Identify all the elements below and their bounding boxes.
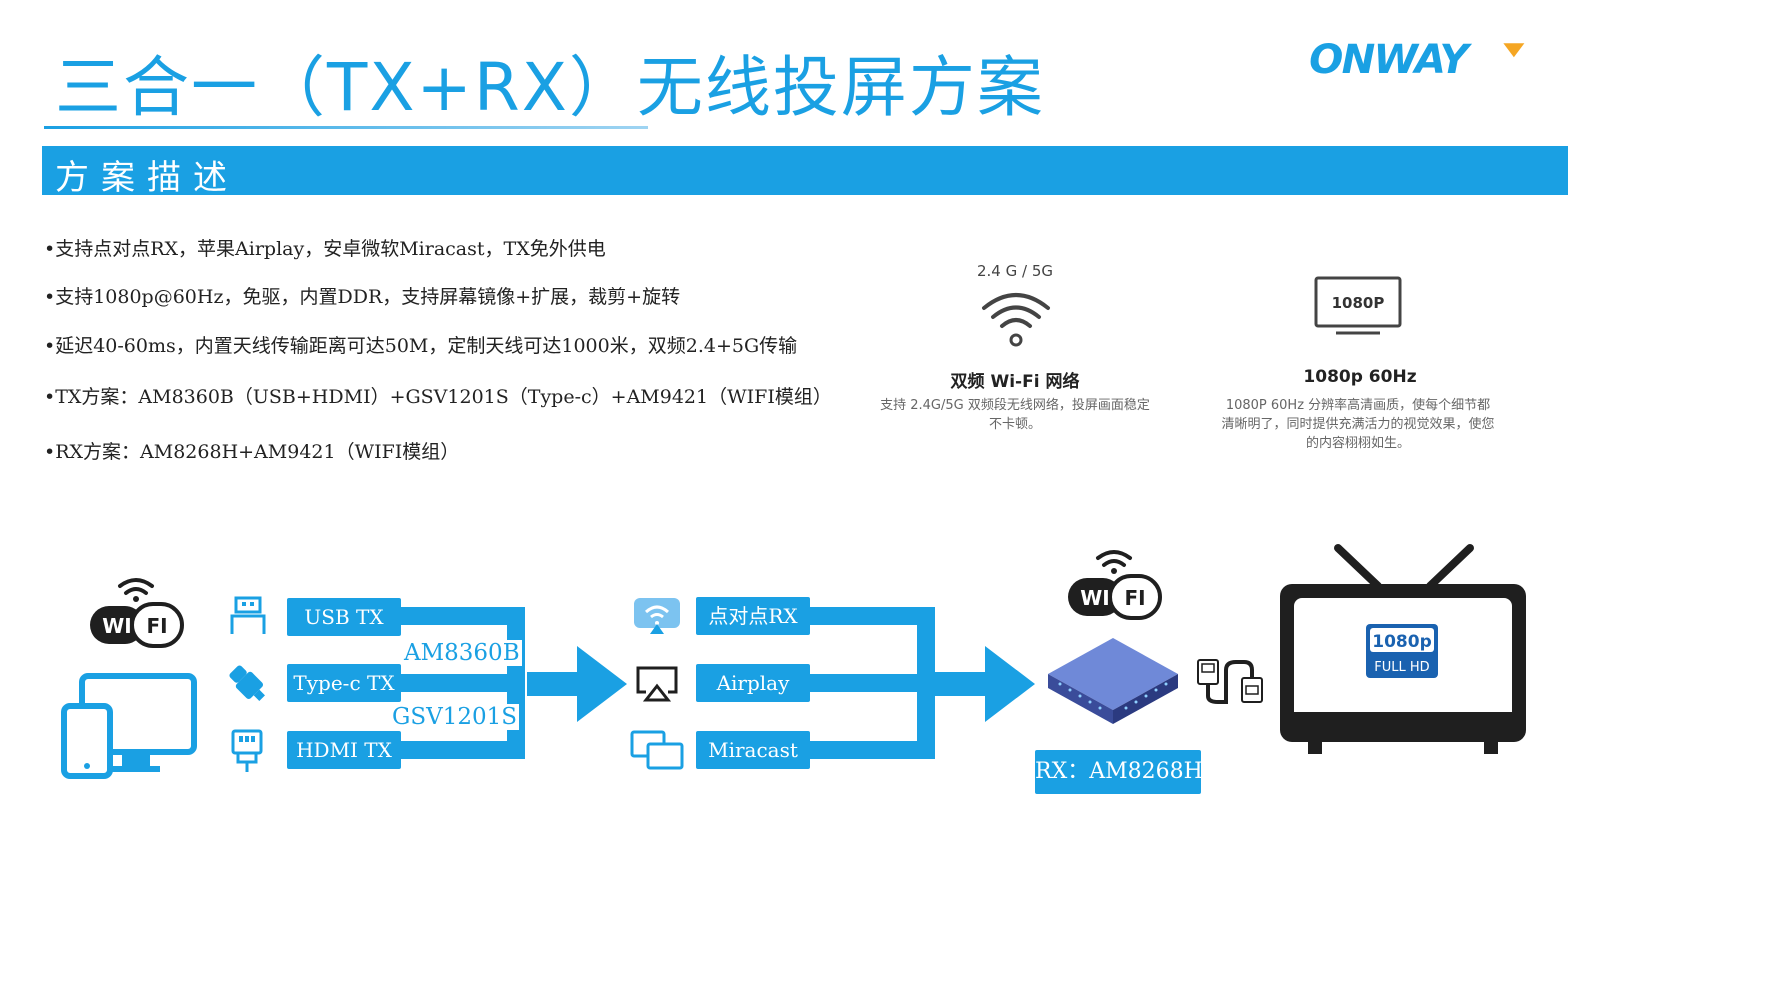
svg-text:WI: WI [1080, 586, 1110, 610]
tv-badge-1080p: 1080p [1372, 632, 1431, 652]
rx-merge-connector [806, 607, 935, 759]
type-c-tx-box: Type-c TX [287, 664, 401, 702]
page-title: 三合一（TX+RX）无线投屏方案 [55, 49, 1045, 126]
svg-text:FI: FI [1124, 586, 1145, 610]
miracast-screens-icon [630, 730, 684, 770]
arrow-right-1-icon [527, 646, 627, 722]
hdmi-connector-icon [231, 729, 263, 772]
feature-wifi-desc: 支持 2.4G/5G 双频段无线网络，投屏画面稳定不卡顿。 [880, 398, 1150, 432]
usb-tx-box: USB TX [287, 598, 401, 636]
type-c-connector-icon [229, 665, 265, 701]
section-bar [42, 146, 1568, 195]
hdmi-cable-icon [1197, 659, 1263, 704]
logo-text: ONWAY [1309, 37, 1472, 83]
feature-1080p-desc: 1080P 60Hz 分辨率高清画质，使每个细节都清晰明了，同时提供充满活力的视… [1221, 398, 1495, 451]
airplay-icon [636, 666, 678, 702]
bullet-5: •RX方案：AM8268H+AM9421（WIFI模组） [44, 441, 460, 463]
tx-merge-connector [398, 607, 525, 759]
p2p-rx-box: 点对点RX [696, 597, 810, 635]
logo-triangle-icon [1503, 43, 1525, 58]
airplay-box: Airplay [696, 664, 810, 702]
feature-1080p-title: 1080p 60Hz [1303, 367, 1417, 387]
hdmi-tx-box: HDMI TX [287, 731, 401, 769]
svg-text:WI: WI [102, 614, 132, 638]
bullet-1: •支持点对点RX，苹果Airplay，安卓微软Miracast，TX免外供电 [44, 238, 606, 260]
monitor-1080p-icon: 1080P [1314, 276, 1402, 335]
bullet-4: •TX方案：AM8360B（USB+HDMI）+GSV1201S（Type-c）… [44, 386, 832, 408]
title-underline [44, 126, 648, 129]
svg-text:FI: FI [146, 614, 167, 638]
onway-logo: ONWAY [1309, 37, 1525, 83]
miracast-box: Miracast [696, 731, 810, 769]
arrow-right-2-icon [935, 646, 1035, 722]
bullet-2: •支持1080p@60Hz，免驱，内置DDR，支持屏幕镜像+扩展，裁剪+旋转 [44, 286, 681, 308]
wifi-icon [982, 293, 1050, 347]
section-title: 方案描述 [55, 158, 239, 198]
wifi-badge-left-icon: WI FI [90, 578, 184, 648]
bullet-3: •延迟40-60ms，内置天线传输距离可达50M，定制天线可达1000米，双频2… [44, 335, 798, 357]
feature-wifi-sub: 2.4 G / 5G [976, 262, 1053, 280]
phone-and-desktop-icon [61, 673, 197, 779]
tv-badge-fullhd: FULL HD [1374, 660, 1429, 675]
chip-am8360b: AM8360B [402, 640, 522, 666]
wifi-badge-right-icon: WI FI [1068, 550, 1162, 620]
chip-gsv1201s: GSV1201S [390, 704, 520, 730]
receiver-box-icon [1048, 638, 1178, 724]
rx-chip-label: RX：AM8268H [1035, 750, 1203, 794]
feature-wifi-title: 双频 Wi-Fi 网络 [950, 372, 1080, 392]
p2p-wifi-icon [634, 598, 680, 634]
monitor-1080p-label: 1080P [1332, 294, 1385, 312]
tv-icon: 1080p FULL HD [1280, 544, 1526, 754]
usb-connector-icon [230, 596, 266, 634]
